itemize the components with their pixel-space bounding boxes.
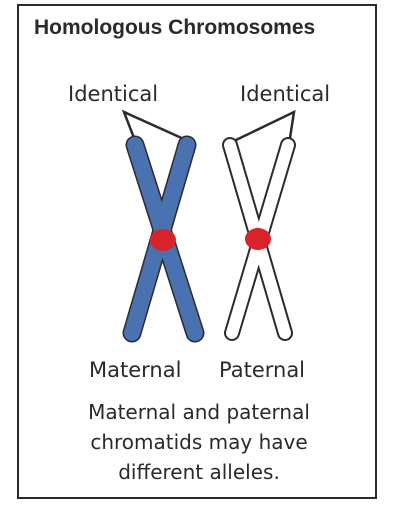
paternal-label: Paternal	[219, 358, 305, 382]
caption-line-1: Maternal and paternal	[20, 397, 378, 427]
paternal-chromosome	[230, 145, 288, 333]
caption: Maternal and paternal chromatids may hav…	[20, 397, 378, 487]
paternal-centromere	[245, 228, 271, 250]
pointer-line-right	[236, 112, 294, 140]
identical-pointer-right	[236, 112, 294, 140]
maternal-chromosome	[132, 145, 195, 333]
caption-line-2: chromatids may have	[20, 427, 378, 457]
maternal-centromere	[150, 229, 176, 251]
caption-line-3: different alleles.	[20, 457, 378, 487]
maternal-label: Maternal	[89, 358, 181, 382]
